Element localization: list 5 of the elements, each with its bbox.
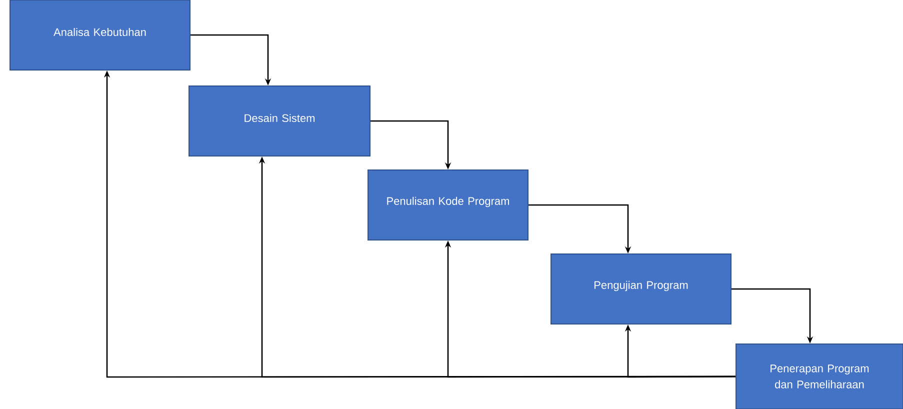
process-box: Pengujian Program <box>550 254 732 324</box>
process-box: Penulisan Kode Program <box>368 170 528 240</box>
process-box: Penerapan Program dan Pemeliharaan <box>736 344 903 409</box>
process-box: Analisa Kebutuhan <box>10 0 190 70</box>
process-box: Desain Sistem <box>188 86 370 156</box>
